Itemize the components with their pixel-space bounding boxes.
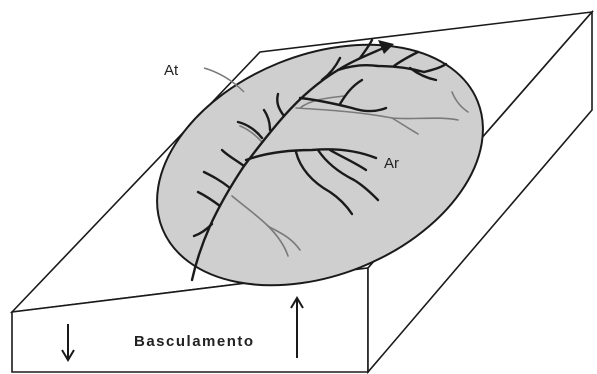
label-right-area: Ar <box>384 155 399 172</box>
label-total-area: At <box>164 62 179 79</box>
label-tilting: Basculamento <box>134 333 255 350</box>
